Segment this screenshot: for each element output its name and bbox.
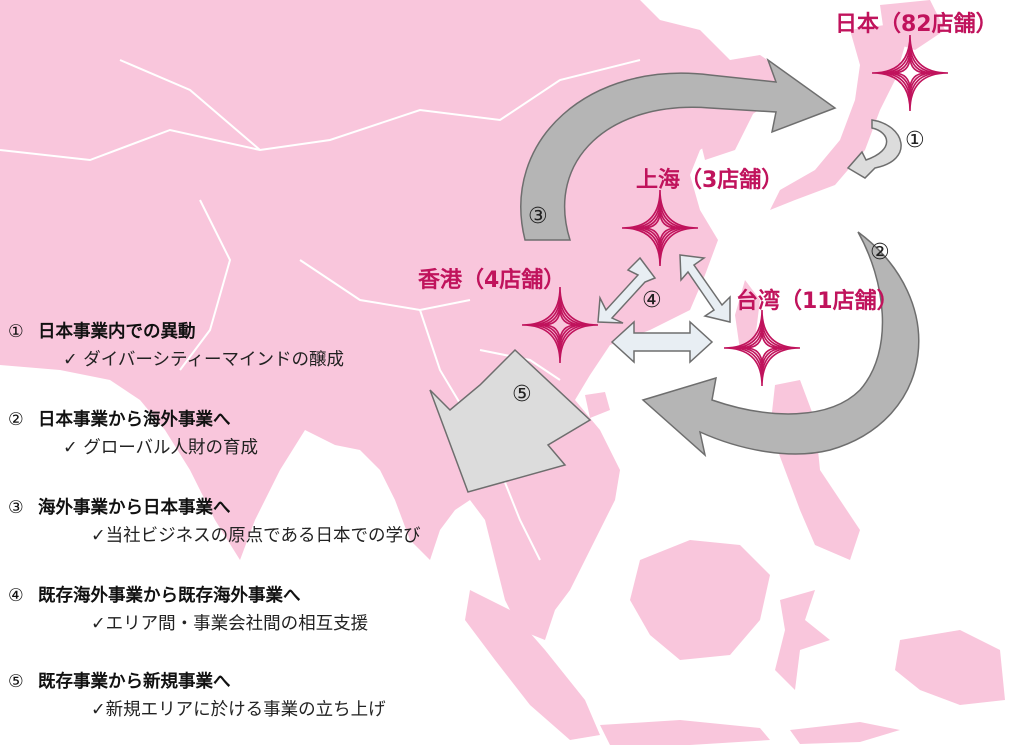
sulawesi bbox=[775, 590, 830, 690]
arrow-3-number: ③ bbox=[528, 204, 548, 229]
mainland-asia bbox=[0, 0, 790, 640]
arrow-1-within-japan bbox=[846, 119, 902, 179]
legend-number: ④ bbox=[8, 586, 24, 606]
legend-number: ⑤ bbox=[8, 672, 24, 692]
legend-item: ③ 海外事業から日本事業へ ✓当社ビジネスの原点である日本での学び bbox=[8, 494, 421, 547]
legend-number: ① bbox=[8, 322, 24, 342]
legend-detail: ✓エリア間・事業会社間の相互支援 bbox=[91, 614, 369, 634]
arrow-4-hongkong-taiwan bbox=[610, 320, 714, 364]
legend-item: ① 日本事業内での異動 ✓ ダイバーシティーマインドの醸成 bbox=[8, 318, 344, 371]
legend-item: ④ 既存海外事業から既存海外事業へ ✓エリア間・事業会社間の相互支援 bbox=[8, 582, 368, 635]
legend-title: 既存事業から新規事業へ bbox=[38, 672, 231, 692]
japan-islands bbox=[770, 25, 905, 210]
taiwan-island bbox=[735, 280, 760, 350]
shanghai-label: 上海（3店舗） bbox=[636, 168, 784, 193]
sumatra bbox=[465, 590, 600, 740]
arrow-4-number: ④ bbox=[642, 288, 662, 313]
hainan-island bbox=[585, 392, 610, 418]
hongkong-label: 香港（4店舗） bbox=[418, 268, 566, 293]
arrow-3-overseas-to-japan bbox=[520, 57, 837, 241]
legend-title: 日本事業内での異動 bbox=[38, 322, 196, 342]
legend-detail: ✓ ダイバーシティーマインドの醸成 bbox=[63, 350, 344, 370]
flow-arrows bbox=[429, 57, 920, 493]
arrow-2-number: ② bbox=[870, 240, 890, 265]
taiwan-label: 台湾（11店舗） bbox=[736, 289, 899, 314]
borneo bbox=[630, 540, 770, 660]
java bbox=[600, 720, 770, 745]
legend-title: 海外事業から日本事業へ bbox=[38, 498, 231, 518]
legend-item: ② 日本事業から海外事業へ ✓ グローバル人財の育成 bbox=[8, 406, 258, 459]
taiwan-marker-icon bbox=[723, 309, 801, 387]
new-guinea bbox=[895, 630, 1005, 705]
legend-number: ② bbox=[8, 410, 24, 430]
arrow-2-japan-to-overseas bbox=[641, 231, 920, 458]
arrow-5-new-business bbox=[429, 348, 592, 493]
legend-number: ③ bbox=[8, 498, 24, 518]
legend-item: ⑤ 既存事業から新規事業へ ✓新規エリアに於ける事業の立ち上げ bbox=[8, 668, 386, 721]
land-layer bbox=[0, 0, 1005, 745]
legend-title: 既存海外事業から既存海外事業へ bbox=[38, 586, 301, 606]
arrow-4-shanghai-taiwan bbox=[679, 254, 731, 323]
timor-islands bbox=[790, 722, 900, 744]
japan-label: 日本（82店舗） bbox=[835, 12, 998, 37]
legend-detail: ✓新規エリアに於ける事業の立ち上げ bbox=[91, 700, 386, 720]
arrow-4-shanghai-hongkong bbox=[597, 256, 657, 324]
arrow-5-number: ⑤ bbox=[512, 382, 532, 407]
arrow-1-number: ① bbox=[905, 128, 925, 153]
legend-title: 日本事業から海外事業へ bbox=[38, 410, 231, 430]
hokkaido bbox=[880, 0, 945, 50]
legend-detail: ✓当社ビジネスの原点である日本での学び bbox=[91, 526, 421, 546]
legend-detail: ✓ グローバル人財の育成 bbox=[63, 438, 259, 458]
